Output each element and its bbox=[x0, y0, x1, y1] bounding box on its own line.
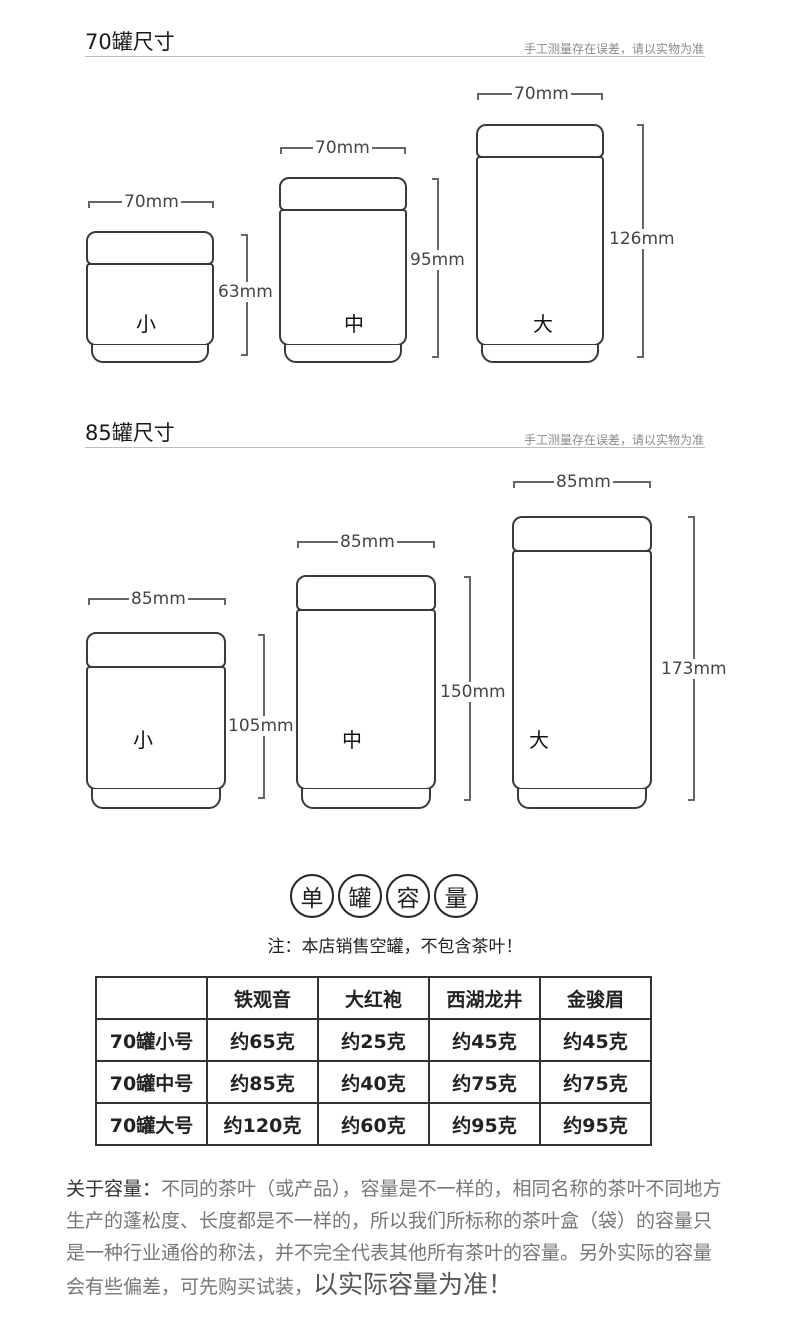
capacity-note: 注：本店销售空罐，不包含茶叶！ bbox=[267, 937, 523, 957]
table-header-row: 铁观音 大红袍 西湖龙井 金骏眉 bbox=[95, 976, 652, 1020]
jar-body bbox=[279, 209, 407, 346]
table-cell: 约75克 bbox=[428, 1060, 541, 1104]
row-label-cell: 70罐大号 bbox=[95, 1102, 208, 1146]
jar-size-label: 小 bbox=[136, 312, 156, 336]
table-cell: 约45克 bbox=[428, 1018, 541, 1062]
width-dimension-label: 85mm bbox=[338, 532, 397, 552]
jar-lid bbox=[296, 575, 436, 611]
table-cell: 约95克 bbox=[539, 1102, 652, 1146]
table-cell: 约120克 bbox=[206, 1102, 319, 1146]
height-dimension-label: 95mm bbox=[408, 250, 467, 270]
about-lead: 关于容量： bbox=[66, 1178, 162, 1200]
jar-body bbox=[476, 156, 604, 346]
table-header-cell: 金骏眉 bbox=[539, 976, 652, 1020]
jar-lid bbox=[512, 516, 652, 552]
jar-size-label: 大 bbox=[533, 312, 553, 336]
width-dimension-label: 70mm bbox=[313, 138, 372, 158]
table-cell: 约65克 bbox=[206, 1018, 319, 1062]
about-capacity-paragraph: 关于容量：不同的茶叶（或产品），容量是不一样的，相同名称的茶叶不同地方生产的蓬松… bbox=[66, 1173, 726, 1303]
table-cell: 约60克 bbox=[317, 1102, 430, 1146]
title-char: 罐 bbox=[338, 874, 382, 918]
title-char: 容 bbox=[386, 874, 430, 918]
height-dimension-label: 150mm bbox=[438, 682, 508, 702]
jar-size-label: 小 bbox=[133, 728, 153, 752]
width-dimension-label: 70mm bbox=[122, 192, 181, 212]
about-body: 不同的茶叶（或产品），容量是不一样的，相同名称的茶叶不同地方生产的蓬松度、长度都… bbox=[66, 1178, 722, 1298]
jar-size-label: 中 bbox=[344, 312, 364, 336]
table-header-cell bbox=[95, 976, 208, 1020]
section-divider-85 bbox=[85, 447, 705, 448]
jar-body bbox=[86, 666, 226, 790]
height-dimension-label: 105mm bbox=[226, 716, 296, 736]
row-label-cell: 70罐小号 bbox=[95, 1018, 208, 1062]
capacity-title: 单 罐 容 量 bbox=[290, 874, 478, 918]
capacity-table: 铁观音 大红袍 西湖龙井 金骏眉 70罐小号 约65克 约25克 约45克 约4… bbox=[95, 976, 652, 1146]
title-char: 单 bbox=[290, 874, 334, 918]
jar-base bbox=[517, 789, 647, 809]
jar-lid bbox=[476, 124, 604, 158]
jar-body bbox=[512, 550, 652, 790]
table-row: 70罐小号 约65克 约25克 约45克 约45克 bbox=[95, 1018, 652, 1062]
height-dimension-label: 126mm bbox=[607, 229, 677, 249]
table-header-cell: 西湖龙井 bbox=[428, 976, 541, 1020]
table-cell: 约25克 bbox=[317, 1018, 430, 1062]
jar-base bbox=[301, 789, 431, 809]
width-dimension-label: 85mm bbox=[129, 589, 188, 609]
table-cell: 约45克 bbox=[539, 1018, 652, 1062]
jar-size-label: 大 bbox=[529, 728, 549, 752]
width-dimension-label: 70mm bbox=[512, 84, 571, 104]
section-divider-70 bbox=[85, 56, 705, 57]
jar-base bbox=[481, 345, 599, 363]
jar-body bbox=[296, 609, 436, 790]
table-row: 70罐大号 约120克 约60克 约95克 约95克 bbox=[95, 1102, 652, 1146]
jar-lid bbox=[279, 177, 407, 211]
section-note-85: 手工测量存在误差，请以实物为准 bbox=[523, 433, 704, 447]
jar-base bbox=[284, 345, 402, 363]
section-title-70: 70罐尺寸 bbox=[85, 30, 175, 54]
table-cell: 约95克 bbox=[428, 1102, 541, 1146]
title-char: 量 bbox=[434, 874, 478, 918]
section-title-85: 85罐尺寸 bbox=[85, 421, 175, 445]
table-cell: 约40克 bbox=[317, 1060, 430, 1104]
table-header-cell: 铁观音 bbox=[206, 976, 319, 1020]
jar-lid bbox=[86, 231, 214, 265]
jar-base bbox=[91, 345, 209, 363]
row-label-cell: 70罐中号 bbox=[95, 1060, 208, 1104]
about-emphasis: 以实际容量为准！ bbox=[313, 1270, 514, 1299]
table-row: 70罐中号 约85克 约40克 约75克 约75克 bbox=[95, 1060, 652, 1104]
table-cell: 约85克 bbox=[206, 1060, 319, 1104]
table-cell: 约75克 bbox=[539, 1060, 652, 1104]
height-dimension-label: 173mm bbox=[659, 659, 729, 679]
height-dimension-label: 63mm bbox=[216, 282, 275, 302]
jar-base bbox=[91, 789, 221, 809]
section-note-70: 手工测量存在误差，请以实物为准 bbox=[523, 42, 704, 56]
jar-size-label: 中 bbox=[342, 728, 362, 752]
table-header-cell: 大红袍 bbox=[317, 976, 430, 1020]
jar-lid bbox=[86, 632, 226, 668]
width-dimension-label: 85mm bbox=[554, 472, 613, 492]
